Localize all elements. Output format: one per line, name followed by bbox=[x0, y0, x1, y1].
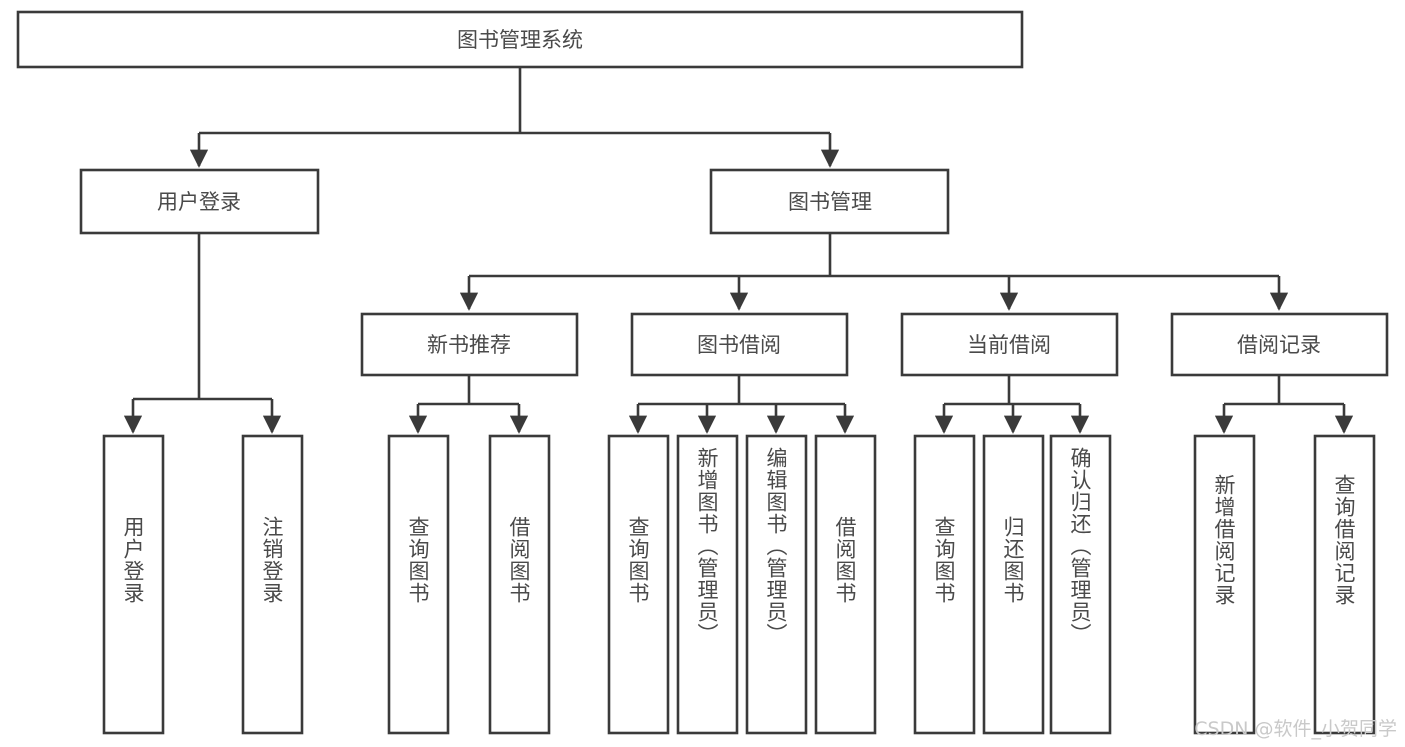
connectors-layer bbox=[123, 67, 1354, 434]
node-leaf-edit-book[interactable]: 编辑图书（管理员） bbox=[745, 434, 808, 735]
node-leaf-query-book-2-label: 查询图书 bbox=[626, 516, 650, 604]
node-leaf-query-book-3[interactable]: 查询图书 bbox=[913, 434, 976, 735]
node-leaf-return-book[interactable]: 归还图书 bbox=[982, 434, 1045, 735]
node-leaf-borrow-book-2[interactable]: 借阅图书 bbox=[814, 434, 877, 735]
node-leaf-user-logout-label: 注销登录 bbox=[260, 516, 284, 604]
node-leaf-add-record-label: 新增借阅记录 bbox=[1212, 474, 1236, 606]
node-borrow-record[interactable]: 借阅记录 bbox=[1170, 312, 1389, 377]
node-leaf-query-record[interactable]: 查询借阅记录 bbox=[1313, 434, 1376, 735]
node-new-book-recommend[interactable]: 新书推荐 bbox=[360, 312, 579, 377]
node-leaf-query-book-3-label: 查询图书 bbox=[932, 516, 956, 604]
node-root[interactable]: 图书管理系统 bbox=[16, 10, 1024, 69]
node-leaf-confirm-return[interactable]: 确认归还（管理员） bbox=[1049, 434, 1112, 735]
node-borrow-record-box bbox=[1170, 312, 1389, 377]
node-leaf-query-book-1-label: 查询图书 bbox=[406, 516, 430, 604]
node-leaf-return-book-box bbox=[982, 434, 1045, 735]
node-user-login-box bbox=[79, 168, 320, 235]
node-current-borrow-box bbox=[900, 312, 1119, 377]
node-borrow-record-label: 借阅记录 bbox=[1237, 333, 1321, 357]
node-current-borrow[interactable]: 当前借阅 bbox=[900, 312, 1119, 377]
node-leaf-borrow-book-2-box bbox=[814, 434, 877, 735]
node-leaf-query-record-box bbox=[1313, 434, 1376, 735]
node-book-manage-box bbox=[709, 168, 950, 235]
node-new-book-recommend-box bbox=[360, 312, 579, 377]
node-leaf-query-record-label: 查询借阅记录 bbox=[1332, 474, 1356, 606]
node-leaf-add-book-label: 新增图书（管理员） bbox=[695, 447, 719, 645]
node-leaf-user-login[interactable]: 用户登录 bbox=[102, 434, 165, 735]
node-book-borrow-label: 图书借阅 bbox=[697, 333, 781, 357]
node-leaf-user-logout[interactable]: 注销登录 bbox=[241, 434, 304, 735]
node-leaf-add-book-box bbox=[676, 434, 739, 735]
node-leaf-borrow-book-2-label: 借阅图书 bbox=[833, 516, 857, 604]
node-leaf-return-book-label: 归还图书 bbox=[1001, 516, 1025, 604]
node-leaf-query-book-2-box bbox=[607, 434, 670, 735]
node-leaf-borrow-book-1-box bbox=[488, 434, 551, 735]
node-leaf-confirm-return-label: 确认归还（管理员） bbox=[1068, 447, 1092, 645]
node-leaf-edit-book-label: 编辑图书（管理员） bbox=[764, 447, 788, 645]
node-leaf-add-record[interactable]: 新增借阅记录 bbox=[1193, 434, 1256, 735]
node-leaf-query-book-1-box bbox=[387, 434, 450, 735]
node-leaf-edit-book-box bbox=[745, 434, 808, 735]
node-leaf-query-book-1[interactable]: 查询图书 bbox=[387, 434, 450, 735]
node-user-login[interactable]: 用户登录 bbox=[79, 168, 320, 235]
node-leaf-confirm-return-box bbox=[1049, 434, 1112, 735]
node-user-login-label: 用户登录 bbox=[157, 190, 241, 214]
node-leaf-user-login-box bbox=[102, 434, 165, 735]
node-root-box bbox=[16, 10, 1024, 69]
node-book-borrow[interactable]: 图书借阅 bbox=[630, 312, 849, 377]
node-book-borrow-box bbox=[630, 312, 849, 377]
node-leaf-user-logout-box bbox=[241, 434, 304, 735]
node-leaf-add-book[interactable]: 新增图书（管理员） bbox=[676, 434, 739, 735]
node-current-borrow-label: 当前借阅 bbox=[967, 333, 1051, 357]
node-leaf-borrow-book-1[interactable]: 借阅图书 bbox=[488, 434, 551, 735]
node-leaf-query-book-3-box bbox=[913, 434, 976, 735]
node-book-manage[interactable]: 图书管理 bbox=[709, 168, 950, 235]
node-leaf-add-record-box bbox=[1193, 434, 1256, 735]
node-leaf-query-book-2[interactable]: 查询图书 bbox=[607, 434, 670, 735]
node-leaf-user-login-label: 用户登录 bbox=[121, 516, 145, 604]
node-book-manage-label: 图书管理 bbox=[788, 190, 872, 214]
node-leaf-borrow-book-1-label: 借阅图书 bbox=[507, 516, 531, 604]
node-root-label: 图书管理系统 bbox=[457, 28, 583, 52]
node-new-book-recommend-label: 新书推荐 bbox=[427, 333, 511, 357]
